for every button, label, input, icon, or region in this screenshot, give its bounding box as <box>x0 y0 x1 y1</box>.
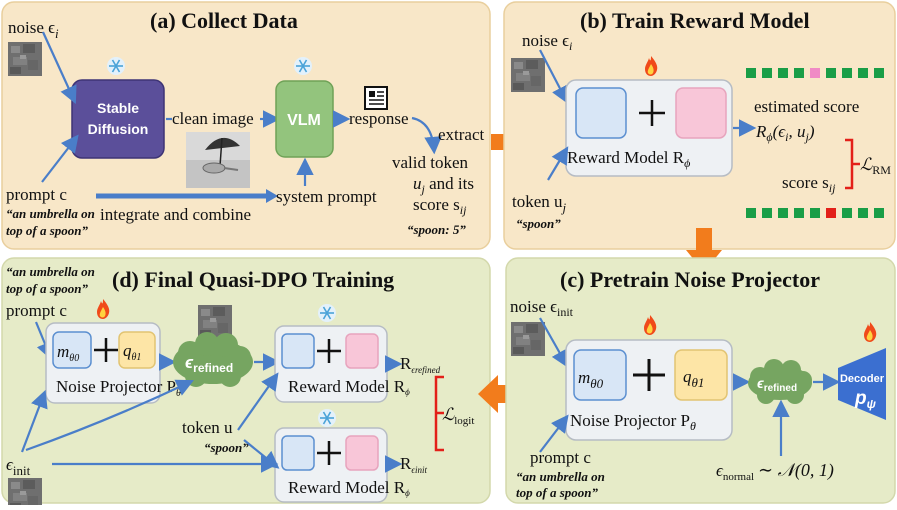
panel-d-title: (d) Final Quasi-DPO Training <box>112 267 394 292</box>
valid-token-line-3: score sij <box>413 195 467 217</box>
response-label: response <box>349 109 408 128</box>
score-label-b: score sij <box>782 173 836 195</box>
token-label-d: token u <box>182 418 233 437</box>
m-block-d <box>52 331 92 369</box>
panel-collect-data: (a) Collect Data noise ϵi Stable Diffusi… <box>1 1 491 250</box>
refined-cloud-d <box>173 332 253 387</box>
token-example-b: “spoon” <box>516 216 561 231</box>
noise-image <box>8 478 42 510</box>
prompt-to-sd-arrow <box>41 134 79 183</box>
snowflake-icon <box>106 56 126 76</box>
m-block-c <box>573 349 627 401</box>
token-label-b: token uj <box>512 192 567 215</box>
integrate-arrowhead <box>266 189 278 203</box>
r-refined-label: Rϵrefined <box>400 354 441 375</box>
panel-a-title: (a) Collect Data <box>150 8 298 33</box>
estimated-score-label: estimated score <box>754 97 859 116</box>
reward-model-label-b: Reward Model Rϕ <box>567 148 690 170</box>
valid-token-line-1: valid token <box>392 153 469 172</box>
prompt-example-a-1: “an umbrella on <box>6 206 95 221</box>
document-icon <box>364 86 388 110</box>
normal-label: ϵnormal∼ 𝒩(0, 1) <box>716 460 834 483</box>
q-block-d <box>118 331 156 369</box>
m-label-c: mθ0 <box>578 368 604 391</box>
extract-arrow <box>411 116 442 155</box>
reward-blue-block-d1 <box>281 333 315 369</box>
logit-loss-label: ℒlogit <box>442 405 474 427</box>
reward-model-label-d2: Reward Model Rϕ <box>288 478 410 498</box>
noise-label-b: noise ϵi <box>522 31 572 53</box>
q-label-c: qθ1 <box>683 367 704 390</box>
reward-model-label-d1: Reward Model Rϕ <box>288 377 410 397</box>
prompt-label-a: prompt c <box>6 185 67 204</box>
snowflake-icon <box>317 303 337 323</box>
m-label-d: mθ0 <box>57 342 79 364</box>
estimated-score-squares <box>746 68 884 78</box>
prompt-example-c-1: “an umbrella on <box>516 469 605 484</box>
rm-loss-label: ℒRM <box>860 155 891 177</box>
true-score-squares <box>746 208 884 218</box>
arrow-c-to-d <box>478 375 514 413</box>
prompt-example-d-2: top of a spoon” <box>6 281 88 296</box>
prompt-example-a-2: top of a spoon” <box>6 223 88 238</box>
stable-diffusion-label-1: Stable <box>97 100 139 116</box>
vlm-label: VLM <box>287 112 321 129</box>
prompt-example-c-2: top of a spoon” <box>516 485 598 500</box>
noise-to-projector-arrow-c <box>539 317 569 368</box>
prompt-label-d: prompt c <box>6 301 67 320</box>
token-example-d: “spoon” <box>204 440 249 455</box>
stable-diffusion-label-2: Diffusion <box>88 121 149 137</box>
noise-label-c: noise ϵinit <box>510 297 574 319</box>
panel-b-title: (b) Train Reward Model <box>580 8 810 33</box>
system-prompt-label: system prompt <box>276 187 377 206</box>
q-block-c <box>674 349 728 401</box>
noise-image <box>8 42 42 76</box>
estimated-score-formula: Rϕ(ϵi, uj) <box>755 122 815 144</box>
decoder-block <box>838 348 886 420</box>
noise-image <box>511 322 545 356</box>
token-to-reward-arrow <box>547 146 569 181</box>
snowflake-icon <box>293 56 313 76</box>
init-label-d: ϵinit <box>6 455 31 478</box>
noise-to-reward-arrow <box>539 49 569 104</box>
snowflake-icon <box>317 408 337 428</box>
reward-pink-block-d1 <box>345 333 379 369</box>
reward-pink-block-d2 <box>345 435 379 471</box>
example-score: “spoon: 5” <box>407 222 466 237</box>
prompt-label-c: prompt c <box>530 448 591 467</box>
prompt-example-d-1: “an umbrella on <box>6 264 95 279</box>
token-to-reward1-arrow <box>237 372 279 431</box>
prompt-to-projector-arrow-c <box>539 414 569 453</box>
panel-c-title: (c) Pretrain Noise Projector <box>560 267 820 292</box>
reward-pink-block <box>675 87 727 139</box>
decoder-label: Decoder <box>840 373 885 385</box>
projector-label-c: Noise Projector Pθ <box>570 411 696 433</box>
reward-blue-block <box>575 87 627 139</box>
umbrella-image <box>186 132 250 188</box>
reward-blue-block-d2 <box>281 435 315 471</box>
refined-cloud-c <box>748 359 812 404</box>
refined-label-d: ϵrefined <box>185 353 233 375</box>
panel-pretrain-noise-projector: (c) Pretrain Noise Projector noise ϵinit… <box>505 257 896 504</box>
stable-diffusion-box <box>71 79 165 159</box>
refined-label-c: ϵrefined <box>757 375 797 394</box>
init-to-refined-arrow <box>25 379 194 452</box>
init-to-projector-arrow <box>20 389 48 453</box>
clean-image-label: clean image <box>172 109 254 128</box>
decoder-p-label: pψ <box>854 388 877 411</box>
panel-final-quasi-dpo: (d) Final Quasi-DPO Training “an umbrell… <box>1 257 491 510</box>
r-init-label: Rϵinit <box>400 454 427 475</box>
panel-train-reward-model: (b) Train Reward Model noise ϵi Reward M… <box>503 1 896 250</box>
valid-token-line-2: uj and its <box>413 174 474 196</box>
integrate-label: integrate and combine <box>100 205 251 224</box>
noise-image <box>511 58 545 92</box>
q-label-d: qθ1 <box>123 341 141 363</box>
extract-label: extract <box>438 125 485 144</box>
noise-to-sd-arrow <box>41 31 77 105</box>
